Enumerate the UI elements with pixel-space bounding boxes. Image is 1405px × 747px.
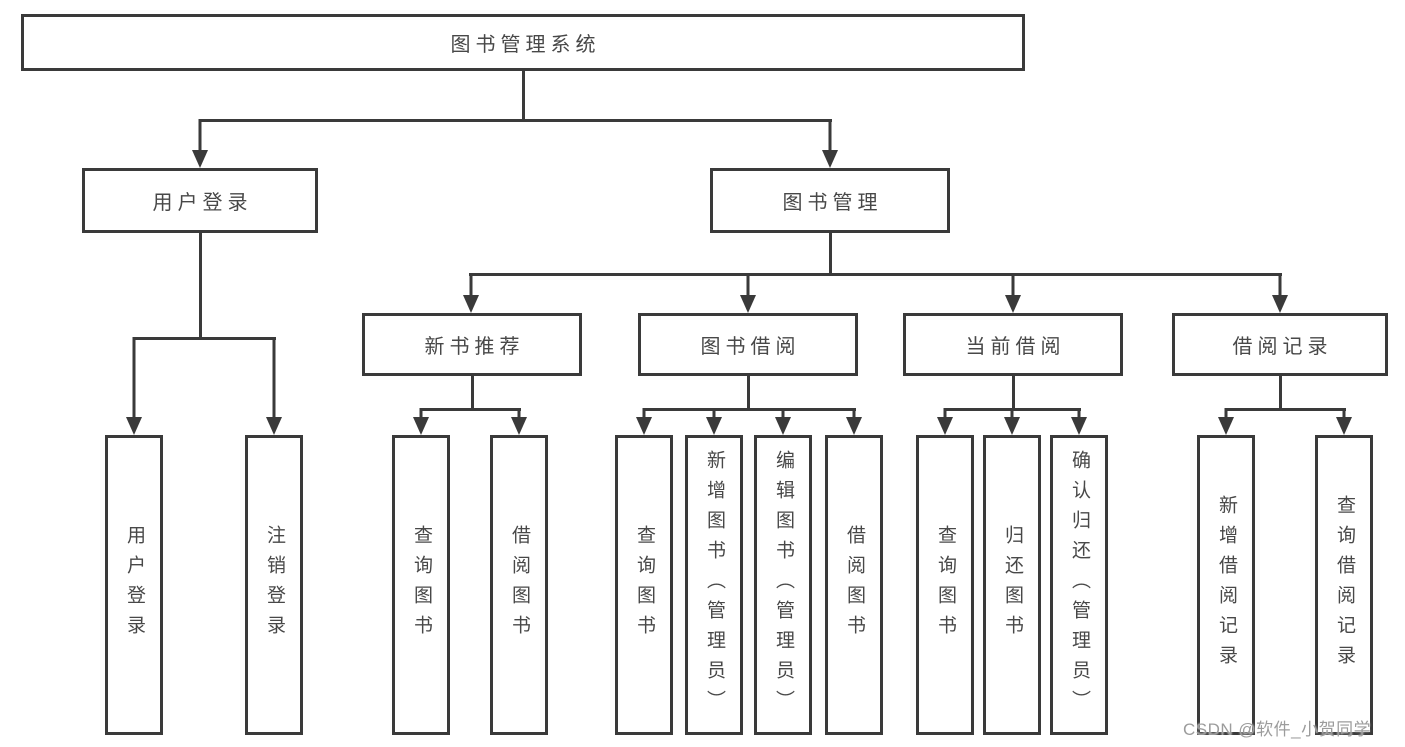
leaf-bb-add-book-admin: 新增图书（管理员）: [685, 435, 743, 735]
connector-arrow: [636, 408, 652, 435]
connector-arrow: [740, 273, 756, 313]
connector-line: [746, 376, 750, 411]
leaf-logout: 注销登录: [245, 435, 303, 735]
connector-arrow: [1218, 408, 1234, 435]
connector-line: [828, 232, 832, 276]
connector-arrow: [266, 337, 282, 435]
leaf-user-login: 用户登录: [105, 435, 163, 735]
connector-arrow: [1272, 273, 1288, 313]
connector-arrow: [1005, 273, 1021, 313]
leaf-bb-query-book: 查询图书: [615, 435, 673, 735]
leaf-br-query-record: 查询借阅记录: [1315, 435, 1373, 735]
connector-arrow: [937, 408, 953, 435]
node-root: 图书管理系统: [21, 14, 1025, 71]
connector-arrow: [822, 119, 838, 168]
connector-line: [521, 70, 525, 119]
connector-line: [419, 408, 521, 411]
connector-arrow: [846, 408, 862, 435]
watermark: CSDN @软件_小贺同学: [1183, 720, 1372, 739]
node-book-borrow: 图书借阅: [638, 313, 858, 376]
connector-arrow: [126, 337, 142, 435]
connector-arrow: [775, 408, 791, 435]
connector-line: [642, 408, 856, 411]
node-current-borrow: 当前借阅: [903, 313, 1123, 376]
leaf-bb-edit-book-admin: 编辑图书（管理员）: [754, 435, 812, 735]
connector-arrow: [1336, 408, 1352, 435]
leaf-cb-query-book: 查询图书: [916, 435, 974, 735]
connector-arrow: [1071, 408, 1087, 435]
connector-line: [1011, 376, 1015, 411]
connector-line: [1278, 376, 1282, 411]
connector-line: [468, 273, 1282, 276]
leaf-nb-borrow-book: 借阅图书: [490, 435, 548, 735]
connector-line: [132, 337, 276, 340]
connector-arrow: [706, 408, 722, 435]
connector-arrow: [463, 273, 479, 313]
connector-line: [198, 119, 832, 122]
connector-line: [1224, 408, 1346, 411]
node-book-management: 图书管理: [710, 168, 950, 233]
leaf-cb-return-book: 归还图书: [983, 435, 1041, 735]
node-new-book-recommend: 新书推荐: [362, 313, 582, 376]
connector-arrow: [413, 408, 429, 435]
node-borrow-record: 借阅记录: [1172, 313, 1388, 376]
leaf-br-add-record: 新增借阅记录: [1197, 435, 1255, 735]
connector-line: [470, 376, 474, 411]
node-user-login: 用户登录: [82, 168, 318, 233]
connector-arrow: [192, 119, 208, 168]
connector-arrow: [511, 408, 527, 435]
connector-arrow: [1004, 408, 1020, 435]
connector-line: [198, 232, 202, 340]
leaf-bb-borrow-book: 借阅图书: [825, 435, 883, 735]
leaf-nb-query-book: 查询图书: [392, 435, 450, 735]
leaf-cb-confirm-return-admin: 确认归还（管理员）: [1050, 435, 1108, 735]
